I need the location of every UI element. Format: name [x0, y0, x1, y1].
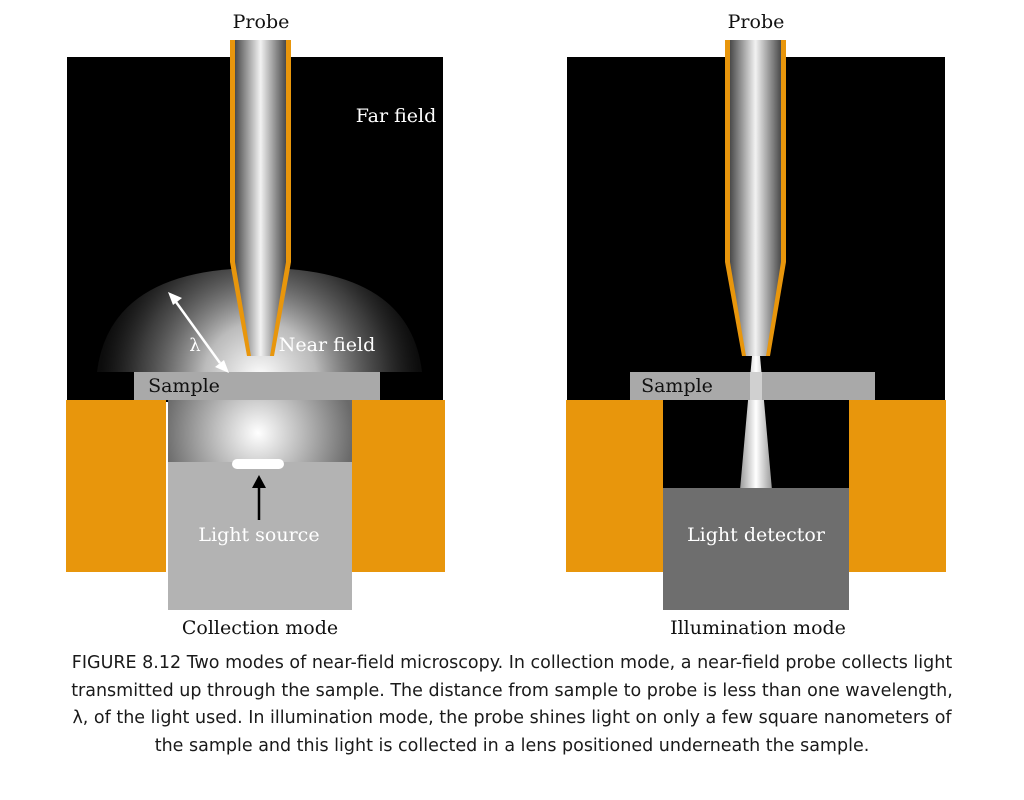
illumination-beam [740, 356, 772, 490]
collection-mode-label: Collection mode [182, 617, 338, 639]
sample-illuminated-spot [750, 372, 762, 400]
near-field-diagram: Probe Far field Near field λ Sample Ligh… [66, 11, 946, 639]
probe-right [730, 40, 781, 356]
probe-label-left: Probe [233, 11, 290, 33]
probe-label-right: Probe [728, 11, 785, 33]
light-detector-block [663, 488, 849, 610]
housing-left-b [566, 400, 663, 572]
sample-label-right: Sample [641, 375, 713, 397]
figure-caption: FIGURE 8.12 Two modes of near-field micr… [70, 650, 954, 760]
light-source-bulb [232, 459, 284, 469]
illumination-mode-label: Illumination mode [670, 617, 846, 639]
far-field-label: Far field [356, 105, 437, 127]
wavelength-arrow [168, 292, 229, 373]
wavelength-symbol: λ [189, 335, 200, 356]
illumination-mode-panel: Probe Sample Light detector Illumination… [566, 11, 946, 639]
light-detector-label: Light detector [687, 524, 826, 546]
light-source-label: Light source [198, 524, 319, 546]
figure-number: FIGURE 8.12 [71, 653, 182, 673]
light-chamber [168, 400, 352, 462]
sample-slide-left [134, 372, 380, 400]
light-direction-arrow [252, 475, 266, 520]
housing-right-b [849, 400, 946, 572]
housing-left-a [66, 400, 166, 572]
housing-right-a [352, 400, 445, 572]
probe-left [235, 40, 286, 356]
near-field-label: Near field [279, 334, 375, 356]
collection-mode-panel: Probe Far field Near field λ Sample Ligh… [66, 11, 445, 639]
sample-label-left: Sample [148, 375, 220, 397]
caption-text: Two modes of near-field microscopy. In c… [71, 653, 953, 756]
